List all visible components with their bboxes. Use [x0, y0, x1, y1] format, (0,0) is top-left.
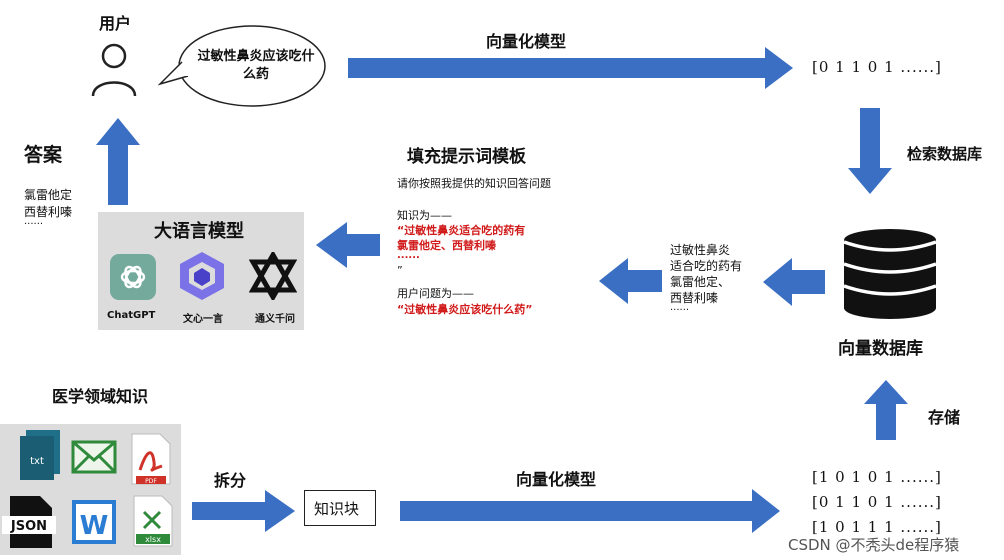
retrieve-label: 检索数据库 [907, 145, 983, 163]
tongyi-logo [249, 252, 297, 300]
answer-title: 答案 [24, 144, 63, 166]
chunk-vector-2: [0 1 1 0 1 ......] [812, 493, 942, 511]
answer-line-1: 氯雷他定 [24, 188, 73, 202]
chunk-box [304, 490, 376, 526]
speech-bubble-icon [158, 25, 326, 107]
retrieved-line-5: ...... [670, 302, 690, 313]
template-title: 填充提示词模板 [407, 147, 526, 167]
chatgpt-logo [110, 254, 156, 300]
top-vectorize-label: 向量化模型 [486, 32, 567, 51]
template-instruction: 请你按照我提供的知识回答问题 [397, 177, 551, 190]
arrow-template-to-llm [316, 222, 380, 268]
pdf-file-icon: PDF [131, 433, 171, 485]
query-vector: [0 1 1 0 1 ......] [812, 58, 942, 76]
template-knowledge-close: ” [397, 264, 403, 277]
vector-db-label: 向量数据库 [838, 339, 923, 359]
retrieved-line-1: 过敏性鼻炎 [670, 243, 731, 257]
user-icon [91, 43, 137, 97]
arrow-llm-to-user [96, 118, 140, 205]
json-file-icon: JSON [2, 496, 56, 548]
user-label: 用户 [99, 14, 132, 33]
retrieved-line-4: 西替利嗪 [670, 291, 719, 305]
template-question-text: “过敏性鼻炎应该吃什么药” [397, 303, 533, 316]
arrow-vectorize-chunks [400, 489, 780, 533]
retrieved-line-3: 氯雷他定、 [670, 275, 731, 289]
chunk-label: 知识块 [314, 500, 360, 518]
template-question-prefix: 用户问题为—— [397, 287, 474, 300]
svg-text:xlsx: xlsx [145, 535, 161, 544]
store-label: 存储 [928, 408, 961, 427]
llm-model-chatgpt: ChatGPT [107, 310, 156, 321]
user-question: 过敏性鼻炎应该吃什么药 [197, 49, 315, 82]
arrow-db-to-retrieved [763, 258, 825, 306]
chunk-vector-3: [1 0 1 1 1 ......] [812, 518, 942, 536]
retrieved-line-2: 适合吃的药有 [670, 259, 743, 273]
word-file-icon: W [72, 500, 116, 544]
xlsx-file-icon: xlsx [133, 495, 173, 547]
template-knowledge-line-3: ...... [397, 250, 420, 261]
template-knowledge-line-1: “过敏性鼻炎适合吃的药有 [397, 224, 526, 237]
svg-text:PDF: PDF [145, 478, 157, 485]
llm-title: 大语言模型 [154, 221, 244, 242]
arrow-retrieved-to-template [599, 258, 662, 304]
chunk-vector-1: [1 0 1 0 1 ......] [812, 468, 942, 486]
split-label: 拆分 [214, 471, 247, 490]
txt-file-icon: txt [20, 430, 60, 480]
mail-icon [71, 440, 117, 474]
answer-line-3: ...... [24, 216, 44, 227]
llm-model-tongyi: 通义千问 [255, 314, 295, 325]
bottom-vectorize-label: 向量化模型 [516, 470, 597, 489]
svg-text:W: W [80, 511, 109, 541]
svg-text:txt: txt [30, 456, 44, 467]
watermark: CSDN @不秃头de程序猿 [788, 534, 960, 555]
medical-title: 医学领域知识 [52, 387, 149, 406]
llm-model-wenxin: 文心一言 [183, 314, 223, 325]
answer-line-2: 西替利嗪 [24, 205, 73, 219]
template-knowledge-line-2: 氯雷他定、西替利嗪 [397, 239, 496, 252]
arrow-split [192, 490, 295, 532]
arrow-store [864, 380, 908, 440]
database-icon [843, 229, 937, 319]
svg-text:JSON: JSON [10, 519, 47, 534]
template-knowledge-prefix: 知识为—— [397, 209, 452, 222]
wenxin-logo [180, 252, 224, 300]
arrow-retrieve-db [848, 108, 892, 194]
arrow-vectorize-query [348, 47, 793, 89]
